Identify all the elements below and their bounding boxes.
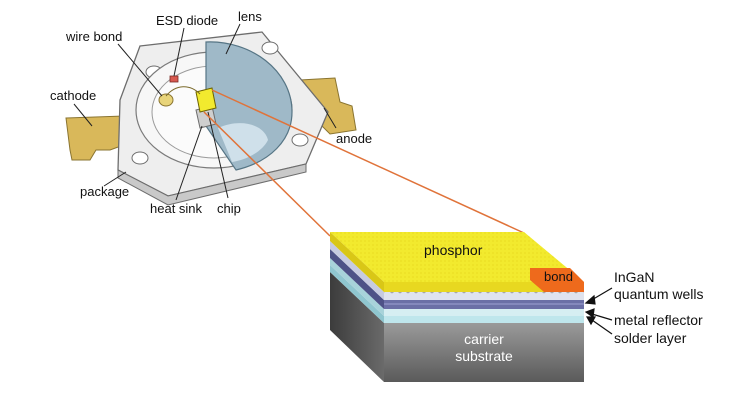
label-lens: lens — [238, 9, 262, 24]
label-solder-layer: solder layer — [614, 330, 687, 346]
carrier-substrate-side — [330, 272, 384, 382]
wire-bond-pad — [158, 93, 174, 107]
label-ingan: InGaN — [614, 269, 654, 285]
metal-reflector-side — [330, 258, 384, 316]
package-edge — [117, 163, 307, 206]
label-wire-bond: wire bond — [65, 29, 122, 44]
phosphor-side — [330, 232, 384, 292]
arrow-solder-layer-head — [585, 316, 597, 326]
label-esd-diode: ESD diode — [156, 13, 218, 28]
esd-diode — [169, 75, 179, 83]
zoom-line-lower — [203, 111, 331, 237]
carrier-substrate-front — [384, 323, 584, 382]
wire-bond-wire — [165, 86, 201, 97]
leader-chip — [207, 111, 229, 199]
arrow-ingan-head — [584, 294, 596, 305]
leader-anode — [323, 107, 337, 129]
arrow-metal-reflector — [591, 313, 613, 321]
label-cathode: cathode — [50, 88, 96, 103]
quantum-wells-side — [330, 249, 384, 309]
leader-lens — [225, 23, 241, 55]
leader-cathode — [73, 103, 93, 127]
phosphor-front — [384, 282, 584, 292]
mounting-hole-tr — [261, 41, 279, 55]
label-bond: bond — [544, 269, 573, 284]
metal-reflector-front — [384, 309, 584, 316]
zoom-lines — [203, 89, 525, 237]
leader-wire-bond — [117, 43, 163, 97]
textured-interface-front — [384, 292, 584, 300]
arrow-solder-layer — [591, 319, 613, 335]
package-leader-lines — [73, 23, 337, 201]
layer-arrows — [584, 287, 613, 335]
label-carrier: carrier — [464, 331, 504, 347]
leader-esd-diode — [173, 27, 185, 77]
label-chip: chip — [217, 201, 241, 216]
mounting-hole-br — [291, 133, 309, 147]
chip-cross-section — [330, 232, 585, 382]
label-quantum-wells: quantum wells — [614, 286, 704, 302]
leader-package — [103, 171, 127, 187]
phosphor-top — [330, 232, 584, 282]
arrow-metal-reflector-head — [584, 308, 595, 319]
label-phosphor: phosphor — [424, 242, 483, 258]
chip — [195, 87, 217, 113]
solder-layer-front — [384, 316, 584, 323]
label-anode: anode — [336, 131, 372, 146]
solder-layer-side — [330, 265, 384, 323]
textured-interface-side — [330, 241, 384, 300]
label-heat-sink: heat sink — [150, 201, 203, 216]
bond-pad — [530, 268, 584, 292]
label-package: package — [80, 184, 129, 199]
lens-highlight — [218, 123, 268, 162]
labels: wire bond ESD diode lens cathode anode p… — [50, 9, 704, 364]
mounting-hole-bl — [131, 151, 149, 165]
led-package — [65, 31, 357, 206]
label-metal-reflector: metal reflector — [614, 312, 703, 328]
zoom-line-upper — [211, 89, 525, 234]
label-substrate: substrate — [455, 348, 513, 364]
leader-heat-sink — [175, 125, 203, 201]
